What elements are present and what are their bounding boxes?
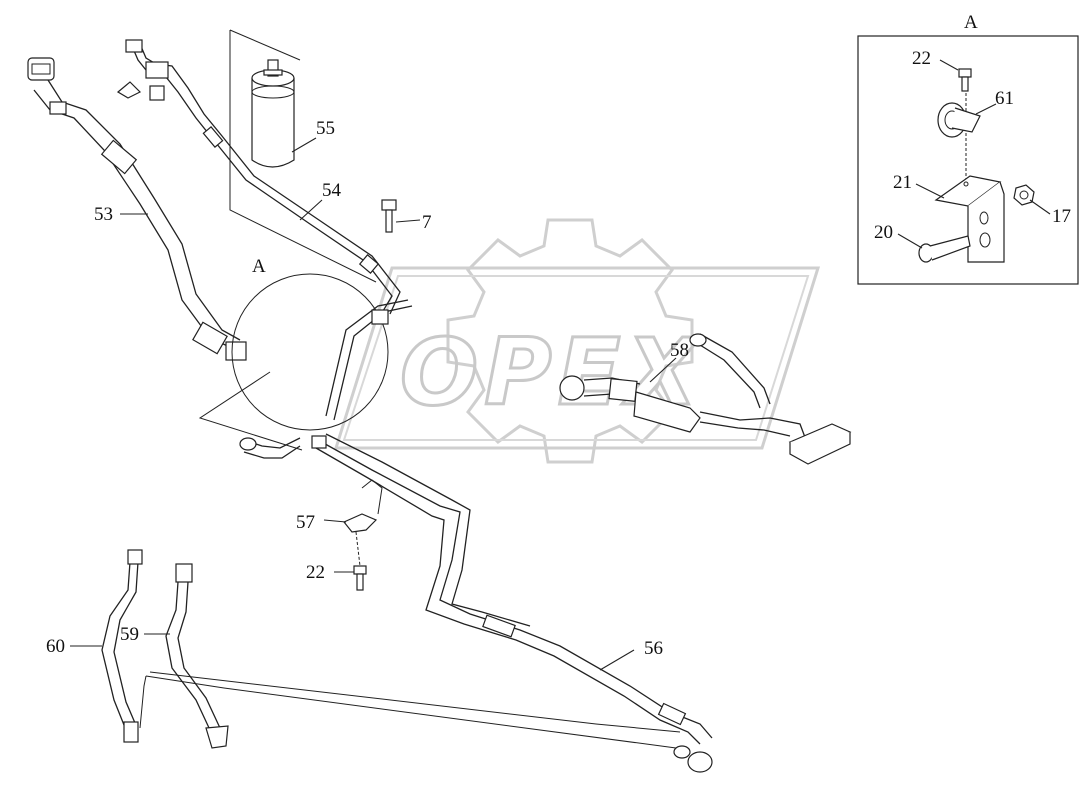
hose-connection-line [139,675,677,749]
detail-label-61: 61 [995,88,1014,109]
watermark-frame-inner [342,275,810,441]
label-58: 58 [670,340,689,361]
detail-clamp-61 [937,102,981,138]
detail-label-17: 17 [1052,206,1071,227]
label-60: 60 [46,636,65,657]
label-56: 56 [644,638,663,659]
label-55: 55 [316,118,335,139]
bolt-7 [381,199,397,233]
detail-frame [857,35,1079,285]
hose-connection-line-2 [149,671,681,733]
label-54: 54 [322,180,342,201]
detail-marker-leader [198,371,303,451]
pipe-56 [239,299,713,773]
label-7: 7 [422,212,432,233]
hose-54 [116,39,401,317]
receiver-drier-55 [251,59,295,168]
hose-59 [165,563,229,749]
detail-label-21: 21 [893,172,912,193]
drier-bracket-line [229,29,377,283]
bolt-22-main [353,565,367,591]
detail-bolt-20 [918,235,971,263]
label-22-main: 22 [306,562,325,583]
pipe-58 [559,333,852,465]
clamp-57 [343,479,383,533]
watermark-gear [446,218,694,464]
watermark: OPEX [333,218,821,464]
detail-nut-17 [1013,184,1035,206]
label-53: 53 [94,204,113,225]
hose-53 [27,57,247,361]
detail-label-22: 22 [912,48,931,69]
detail-view-a: A 22 [857,12,1079,285]
detail-title: A [964,12,978,33]
detail-label-20: 20 [874,222,893,243]
label-57: 57 [296,512,315,533]
watermark-frame [333,266,821,450]
detail-bolt-22 [958,68,972,92]
detail-bracket-21 [934,175,1005,263]
detail-marker-circle [231,273,389,431]
detail-marker-label: A [252,256,266,277]
hose-60 [101,549,143,743]
label-59: 59 [120,624,139,645]
